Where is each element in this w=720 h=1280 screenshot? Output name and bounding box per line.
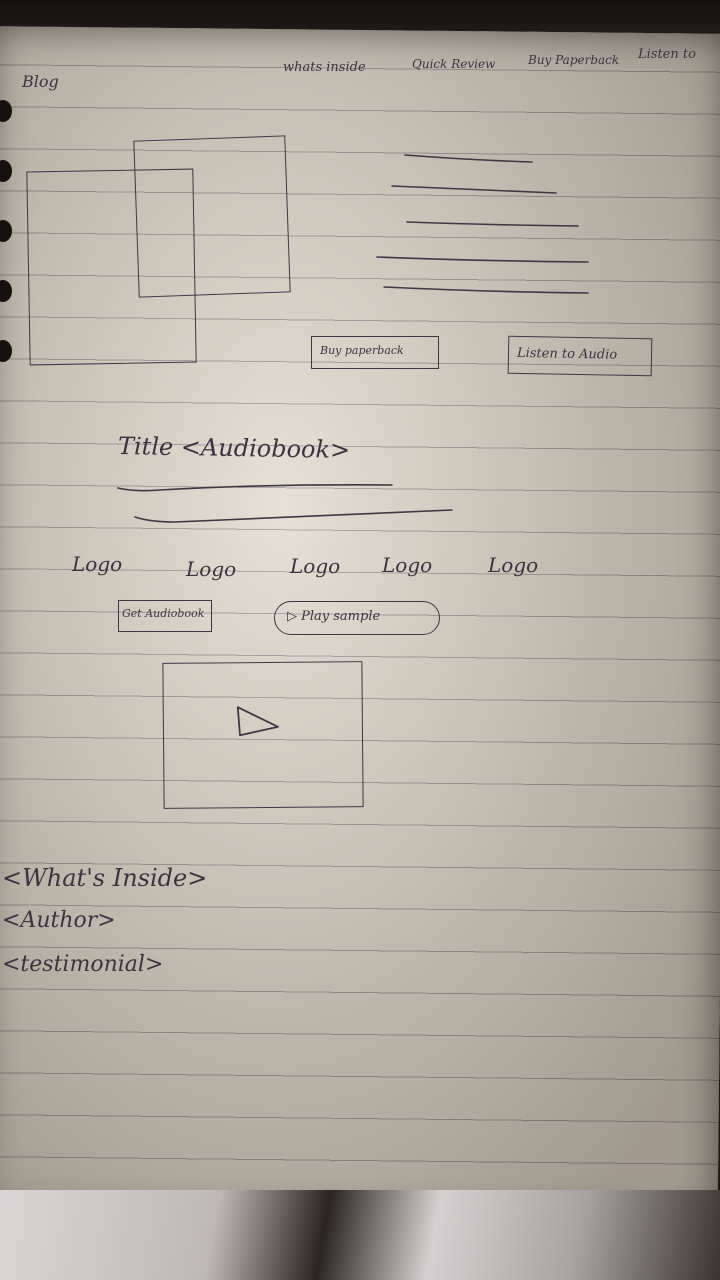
buy-paperback-label: Buy paperback — [320, 344, 404, 357]
binder-hole — [0, 340, 12, 362]
binder-hole — [0, 100, 12, 122]
play-sample-button[interactable]: ▷ Play sample — [274, 601, 440, 635]
nav-link-whats-inside[interactable]: whats inside — [283, 60, 366, 75]
video-player[interactable] — [162, 661, 364, 809]
section-author[interactable]: <Author> — [2, 908, 116, 933]
logo-3: Logo — [290, 554, 341, 578]
get-audiobook-button[interactable]: Get Audiobook — [118, 600, 212, 632]
logo-2: Logo — [186, 557, 237, 581]
binder-hole — [0, 220, 12, 242]
nav-link-quick-review[interactable]: Quick Review — [412, 57, 496, 71]
nav-link-buy-paperback[interactable]: Buy Paperback — [528, 53, 620, 67]
get-audiobook-label: Get Audiobook — [122, 607, 205, 620]
section-whats-inside[interactable]: <What's Inside> — [2, 864, 208, 892]
logo-5: Logo — [488, 553, 539, 577]
section-testimonial[interactable]: <testimonial> — [2, 952, 164, 977]
binder-hole — [0, 160, 12, 182]
nav-brand[interactable]: Blog — [22, 72, 59, 91]
play-sample-label: ▷ Play sample — [287, 609, 381, 624]
logo-4: Logo — [382, 553, 433, 577]
buy-paperback-button[interactable]: Buy paperback — [311, 336, 439, 369]
binder-hole — [0, 280, 12, 302]
fabric-background — [0, 1190, 720, 1280]
nav-link-listen-to[interactable]: Listen to — [638, 47, 696, 62]
logo-1: Logo — [72, 552, 123, 576]
play-triangle-icon[interactable] — [230, 701, 290, 742]
